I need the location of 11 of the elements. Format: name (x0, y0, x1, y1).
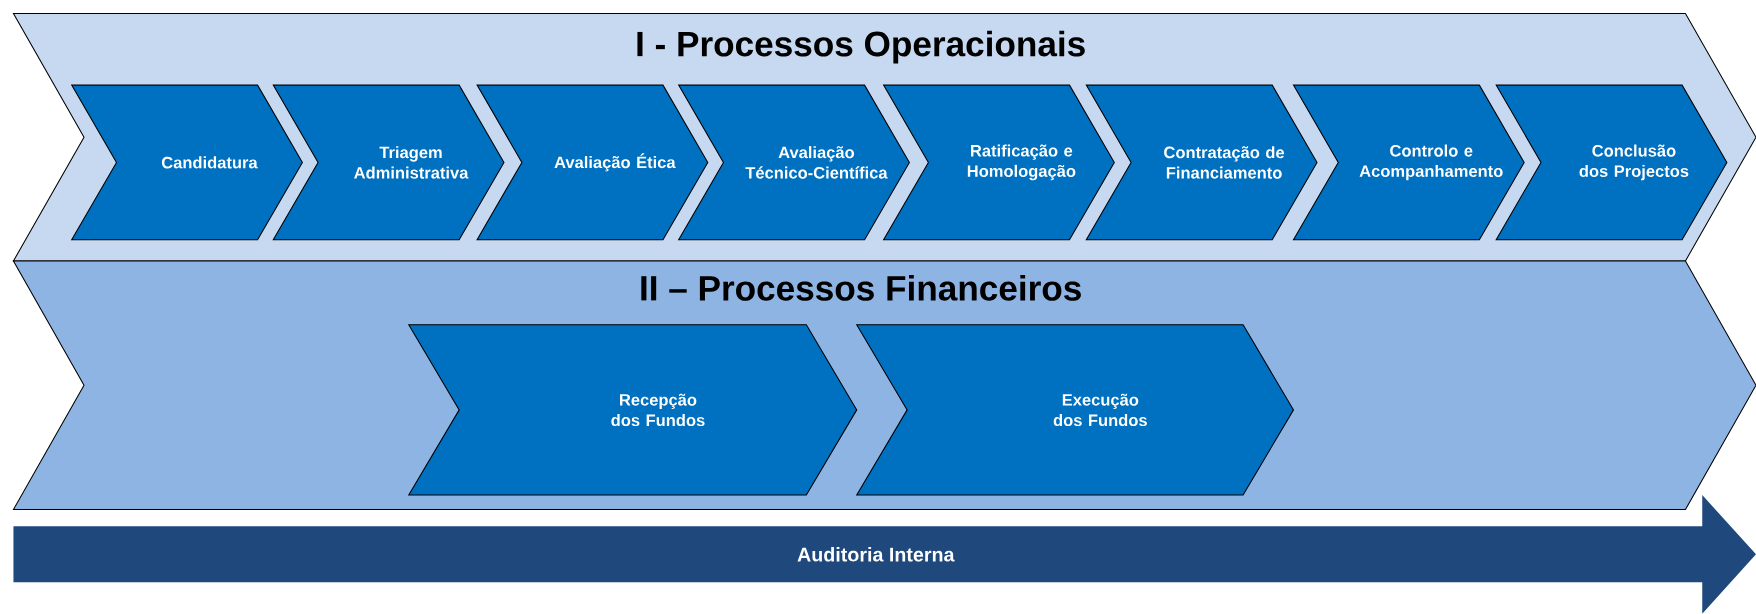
chevron-step: Avaliação Ética (476, 84, 709, 241)
chevron-step: Execução dos Fundos (855, 324, 1295, 496)
chevron-step: Avaliação Técnico-Científica (677, 84, 910, 241)
chevron-step: Candidatura (70, 84, 303, 241)
chevron-step: Controlo e Acompanhamento (1292, 84, 1525, 241)
chevron-step: Recepção dos Fundos (407, 324, 858, 496)
band-heading: I - Processos Operacionais (637, 30, 1085, 64)
band-heading: II – Processos Financeiros (641, 275, 1081, 301)
chevron-step: Contratação de Financiamento (1085, 84, 1318, 241)
arrow-banner: Auditoria Interna (13, 495, 1756, 614)
chevron-step: Triagem Administrativa (272, 84, 505, 241)
